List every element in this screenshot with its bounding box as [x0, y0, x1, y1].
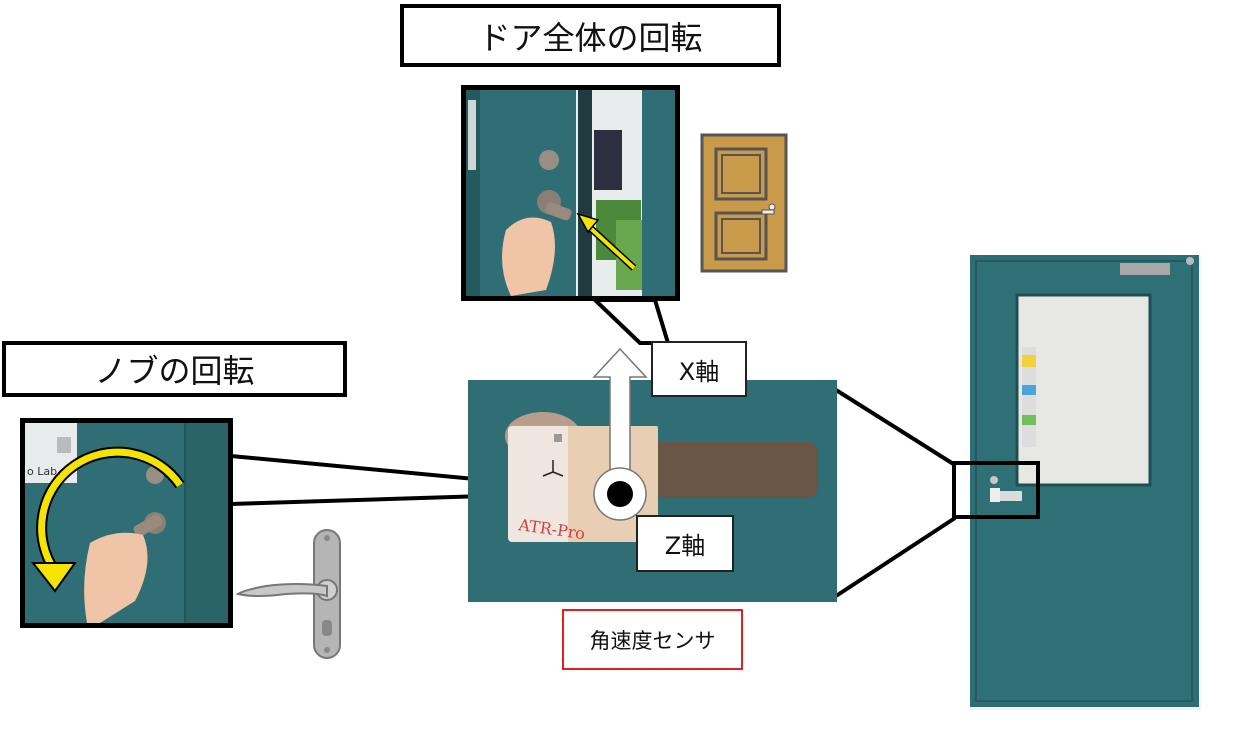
door-icon: [700, 133, 788, 273]
x-axis-label: X軸: [651, 341, 747, 397]
lever-handle-icon: [236, 529, 341, 659]
z-axis-label-text: Z軸: [664, 532, 706, 560]
lab-sign-text: o Lab.: [27, 465, 61, 478]
knob-rotation-title: ノブの回転: [2, 341, 347, 397]
z-axis-label: Z軸: [636, 515, 734, 572]
angular-velocity-sensor-label: 角速度センサ: [562, 609, 743, 670]
door-rotation-title-text: ドア全体の回転: [478, 18, 703, 57]
door-open-photo: [461, 85, 680, 301]
sensor-to-door-bottom: [834, 516, 957, 598]
knob-rotation-title-text: ノブの回転: [94, 352, 255, 390]
sensor-to-door-top: [834, 388, 957, 467]
door-handle-highlight: [952, 461, 1040, 519]
knob-turn-photo: o Lab.: [20, 418, 233, 628]
sensor-label-text: 角速度センサ: [589, 628, 716, 653]
x-axis-label-text: X軸: [678, 357, 720, 386]
door-callout-connector: [590, 298, 671, 345]
z-axis-marker: [593, 467, 647, 521]
full-door-photo: [970, 255, 1201, 710]
door-rotation-title: ドア全体の回転: [400, 4, 781, 67]
